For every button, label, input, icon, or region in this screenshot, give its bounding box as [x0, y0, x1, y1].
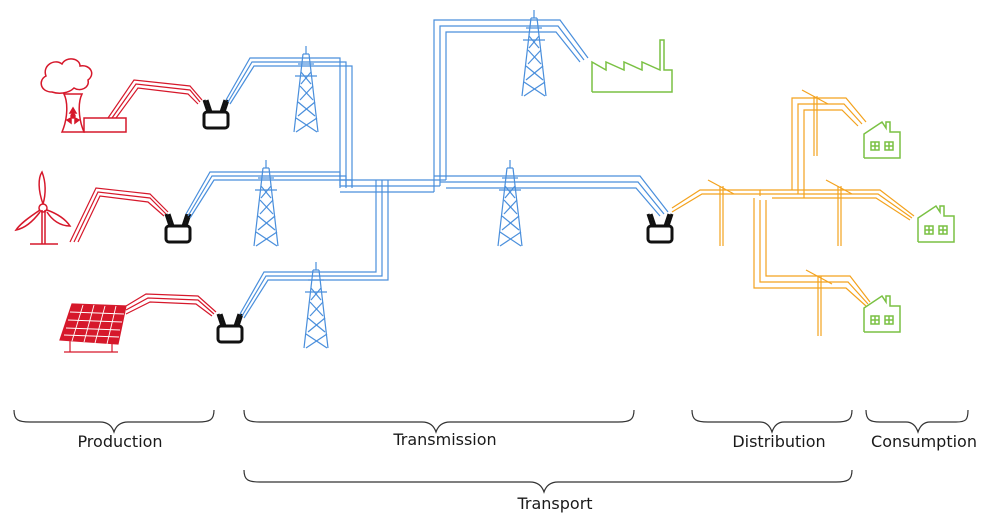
transmission-tower-icon: [521, 9, 547, 97]
transmission-tower-icon: [497, 159, 523, 247]
nuclear-plant-icon: [40, 58, 127, 133]
utility-pole-icon: [805, 269, 833, 337]
transformer-icon: [164, 212, 192, 244]
production-lines-nuclear: [107, 79, 203, 119]
consumption-brace: [865, 409, 969, 434]
production-lines-wind: [69, 187, 169, 243]
transmission-tower-icon: [293, 45, 319, 133]
distribution-label: Distribution: [732, 432, 826, 451]
distribution-lines: [671, 97, 915, 307]
house-icon: [917, 205, 955, 243]
transport-label: Transport: [517, 494, 593, 513]
transmission-tower-icon: [253, 159, 279, 247]
production-lines-solar: [125, 293, 217, 317]
transformer-icon: [646, 212, 674, 244]
transmission-tower-icon: [303, 261, 329, 349]
house-icon: [863, 121, 901, 159]
wind-turbine-icon: [14, 170, 72, 245]
distribution-brace: [691, 409, 853, 434]
solar-panel-icon: [59, 303, 127, 353]
transmission-label: Transmission: [393, 430, 497, 449]
transformer-icon: [216, 312, 244, 344]
factory-icon: [591, 39, 673, 93]
transmission-brace: [243, 409, 635, 434]
transport-brace: [243, 469, 853, 494]
consumption-label: Consumption: [871, 432, 977, 451]
production-label: Production: [77, 432, 163, 451]
transformer-icon: [202, 98, 230, 130]
production-brace: [13, 409, 215, 434]
utility-pole-icon: [801, 89, 829, 157]
transmission-lines: [185, 19, 669, 319]
